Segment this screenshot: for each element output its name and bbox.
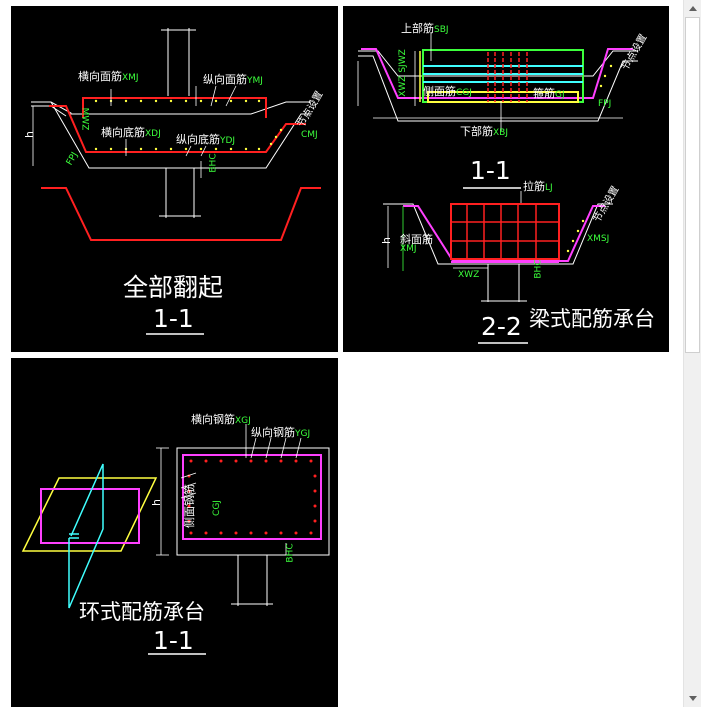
label-cmgj: 侧面钢筋 xyxy=(183,484,196,528)
caption-full-flip: 全部翻起 xyxy=(123,273,224,302)
scroll-down-arrow-icon[interactable] xyxy=(684,690,701,707)
section-label: 1-1 xyxy=(153,304,194,333)
section-label-2-2: 2-2 xyxy=(481,312,522,341)
diagram-full-flip xyxy=(31,28,321,335)
label-ymj: 纵向面筋YMJ xyxy=(203,73,263,86)
label-ygj: 纵向钢筋YGJ xyxy=(251,426,311,439)
caption-beam-cap: 梁式配筋承台 xyxy=(529,307,655,331)
diagram-ring-cap xyxy=(21,424,330,655)
diagram-beam-cap xyxy=(357,32,638,344)
label-mwz: MWZ xyxy=(79,107,90,131)
label-xdj: 横向底筋XDJ xyxy=(101,126,161,139)
label-cgj: 侧面筋CGJ xyxy=(423,85,472,98)
panel-ring-cap: 横向钢筋XGJ 纵向钢筋YGJ 侧面钢筋 CGJ h BHC 环式配筋承台 1-… xyxy=(11,358,338,707)
label-xmj: 横向面筋XMJ xyxy=(78,70,139,83)
label-sbj: 上部筋SBJ xyxy=(401,22,449,35)
section-label-1-1: 1-1 xyxy=(470,156,511,185)
label-xgj: 横向钢筋XGJ xyxy=(191,413,251,426)
label-xmj-code: XMJ xyxy=(400,244,417,254)
panel-beam-cap: 上部筋SBJ 侧面筋CGJ 箍筋GJ 下部筋XBJ XWZ SJWZ FPJ 节… xyxy=(343,6,669,352)
label-cmgj-code: CGJ xyxy=(211,500,222,516)
label-fpj: FPJ xyxy=(598,99,612,109)
label-bhc: BHC xyxy=(285,543,296,563)
section-label: 1-1 xyxy=(153,626,194,655)
scrollbar-thumb[interactable] xyxy=(685,17,700,353)
panel-full-flip: 横向面筋XMJ 纵向面筋YMJ 横向底筋XDJ 纵向底筋YDJ 节点设置 CMJ… xyxy=(11,6,338,352)
label-h: h xyxy=(149,499,163,506)
vertical-scrollbar[interactable] xyxy=(683,0,701,707)
label-ydj: 纵向底筋YDJ xyxy=(176,133,236,146)
label-xbj: 下部筋XBJ xyxy=(460,125,508,138)
label-bhc: BHC xyxy=(208,153,219,173)
label-xwz: XWZ xyxy=(458,270,480,280)
label-jwz: XWZ SJWZ xyxy=(397,49,408,97)
label-bhc: BHC xyxy=(533,259,544,279)
scroll-up-arrow-icon[interactable] xyxy=(684,0,701,17)
label-xmsj: XMSJ xyxy=(587,234,610,244)
caption-ring-cap: 环式配筋承台 xyxy=(79,600,205,624)
label-gj: 箍筋GJ xyxy=(533,87,565,100)
label-lj: 拉筋LJ xyxy=(523,180,553,193)
label-h: h xyxy=(379,237,393,244)
label-cmj: CMJ xyxy=(301,130,318,140)
label-xmj: 斜面筋 xyxy=(400,233,433,246)
label-h: h xyxy=(22,131,36,138)
